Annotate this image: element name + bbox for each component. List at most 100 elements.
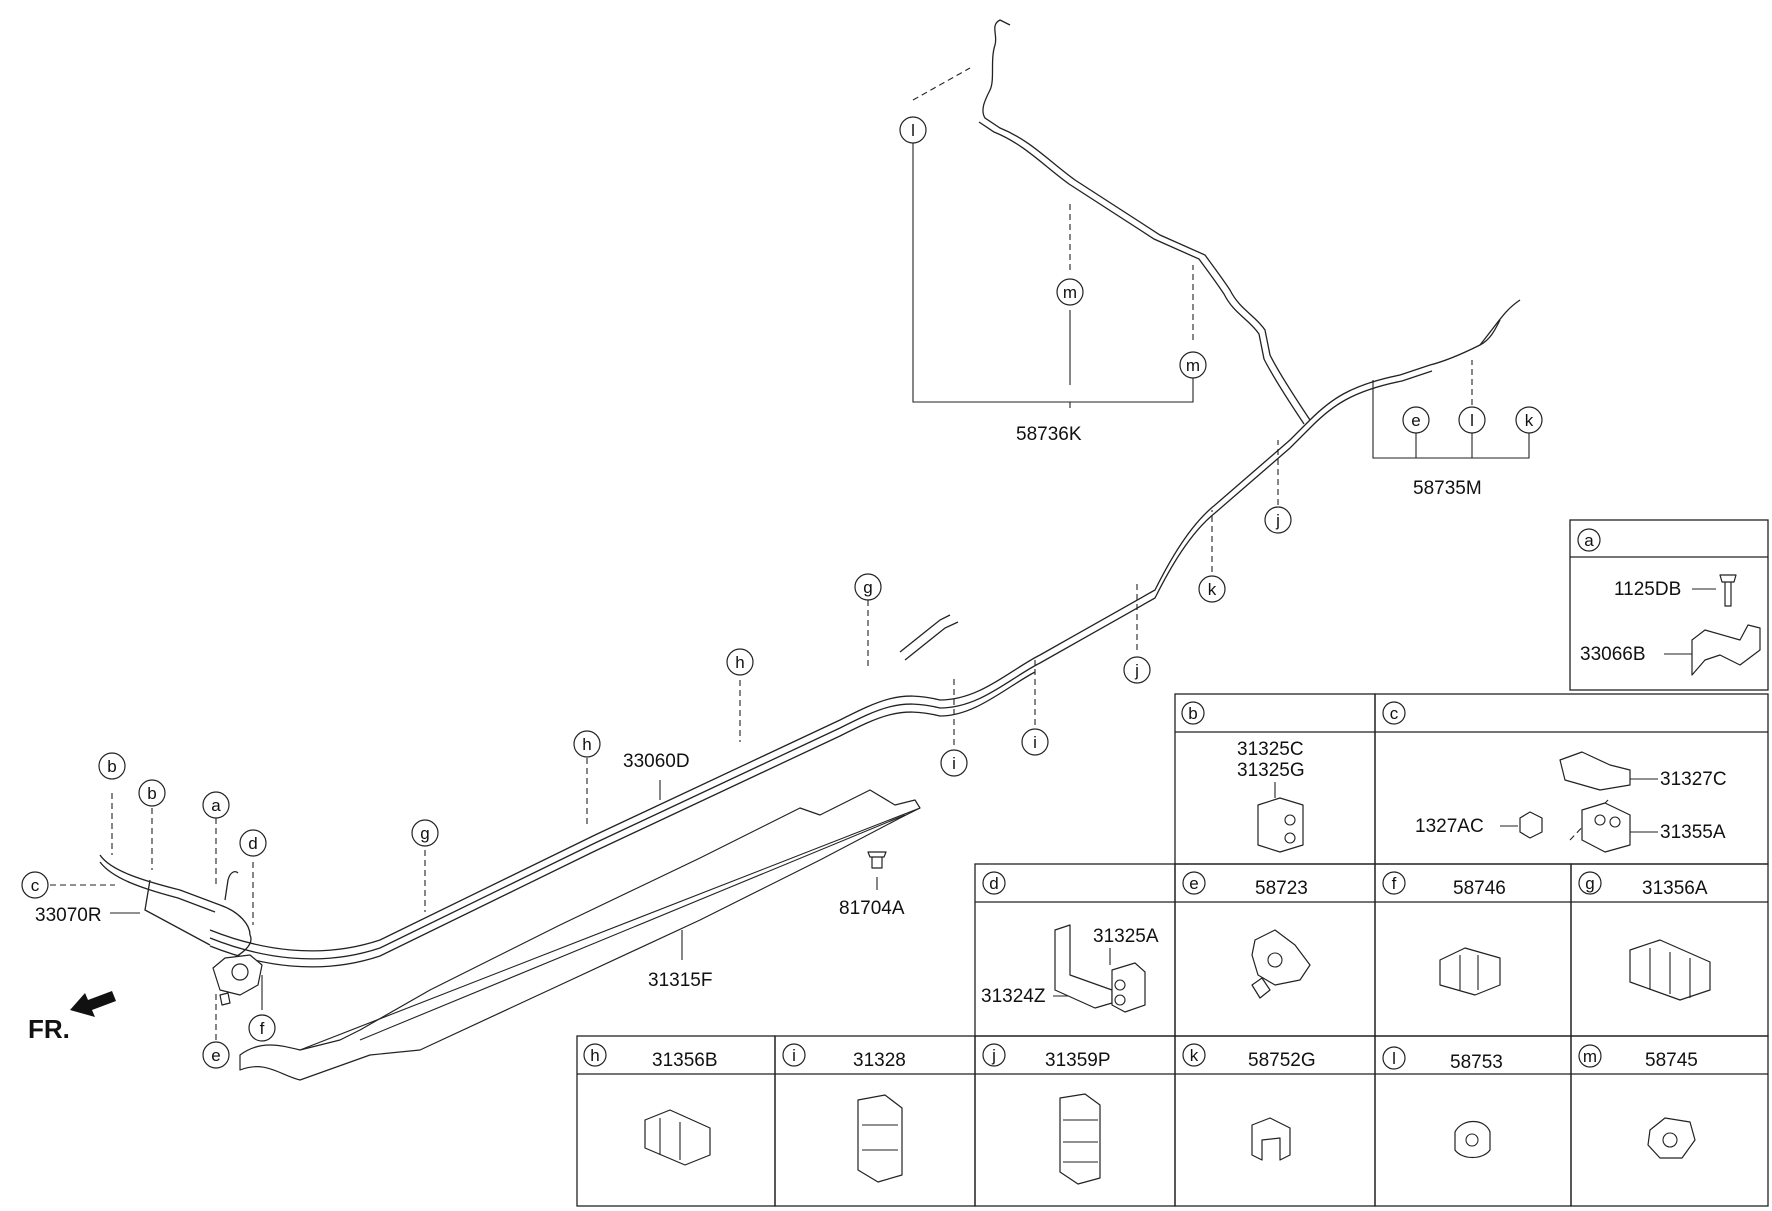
detail-box-k: k 58752G [1174,1035,1376,1207]
clip-j-icon [1059,1093,1101,1185]
svg-text:f: f [1392,874,1397,893]
callout-m-left: m [1056,278,1084,306]
part-58723: 58723 [1255,878,1308,899]
clip-i-icon [857,1094,903,1183]
nut-icon [1519,811,1543,839]
callout-f-front: f [248,1014,276,1042]
svg-text:b: b [107,757,116,776]
pipe-clip-icon [1111,962,1146,1013]
callout-j-upper: j [1264,506,1292,534]
svg-text:l: l [1392,1049,1396,1068]
label-33070R: 33070R [35,905,102,926]
front-valve-assembly [212,954,263,1006]
callout-a-front: a [202,791,230,819]
double-clip-icon [1581,802,1631,853]
front-arrow-icon [70,991,116,1017]
svg-text:c: c [31,876,40,895]
svg-text:e: e [211,1046,220,1065]
detail-box-a: a 1125DB 33066B [1569,519,1769,691]
svg-text:d: d [989,874,998,893]
callout-j-lower: j [1123,656,1151,684]
brake-pipe-assembly [99,19,1521,968]
svg-text:b: b [1188,704,1197,723]
svg-text:b: b [147,784,156,803]
detail-box-d: d 31325A 31324Z [974,863,1176,1037]
clip-k-icon [1251,1117,1291,1161]
callout-h-lower: h [573,730,601,758]
svg-text:a: a [1584,531,1594,550]
detail-box-i: i 31328 [774,1035,976,1207]
svg-text:k: k [1190,1046,1199,1065]
clip-block-icon [1257,797,1304,853]
frame-rail-31315F [239,789,921,1081]
clip-m-icon [1647,1117,1696,1159]
label-31315F: 31315F [648,970,712,991]
front-direction-indicator: FR. [28,991,116,1044]
svg-text:m: m [1583,1047,1597,1066]
callout-k-rear: k [1515,406,1543,434]
svg-text:g: g [420,824,429,843]
callout-d-front: d [239,829,267,857]
part-58752G: 58752G [1248,1050,1316,1071]
part-31356A: 31356A [1642,878,1708,899]
detail-box-c: c 31327C 1327AC 31355A [1374,693,1769,865]
svg-text:m: m [1063,283,1077,302]
callout-e-front: e [202,1041,230,1069]
svg-text:l: l [1470,411,1474,430]
part-33066B: 33066B [1580,644,1646,665]
grommet-l-icon [1454,1120,1491,1159]
part-31324Z: 31324Z [981,986,1046,1007]
svg-text:a: a [211,796,221,815]
bracket-icon [1691,624,1761,676]
svg-text:j: j [991,1046,996,1065]
leaders [50,67,1530,1040]
svg-text:l: l [911,121,915,140]
detail-box-l: l 58753 [1374,1035,1572,1207]
svg-text:g: g [1585,874,1594,893]
part-31327C: 31327C [1660,769,1727,790]
callout-i-left: i [940,749,968,777]
part-31325G: 31325G [1237,760,1305,781]
svg-text:i: i [792,1046,796,1065]
callout-l-rear: l [1458,406,1486,434]
detail-box-m: m 58745 [1570,1035,1769,1207]
part-31356B: 31356B [652,1050,718,1071]
detail-box-e: e 58723 [1174,863,1376,1037]
svg-text:d: d [248,834,257,853]
label-58736K: 58736K [1016,424,1082,445]
fr-label: FR. [28,1014,70,1044]
svg-text:e: e [1189,874,1198,893]
part-31359P: 31359P [1045,1050,1111,1071]
svg-text:f: f [260,1019,265,1038]
svg-text:e: e [1411,411,1420,430]
part-31355A: 31355A [1660,822,1726,843]
part-31325A: 31325A [1093,926,1159,947]
callout-g-lower: g [411,819,439,847]
callout-m-right: m [1179,351,1207,379]
label-81704A: 81704A [839,898,905,919]
detail-box-g: g 31356A [1570,863,1769,1037]
svg-text:k: k [1525,411,1534,430]
clip-f-icon [1439,947,1501,996]
svg-text:c: c [1390,704,1399,723]
callout-c-front: c [21,871,49,899]
callout-b-left: b [98,752,126,780]
bolt-icon [1719,574,1737,607]
svg-text:h: h [582,735,591,754]
svg-text:g: g [863,578,872,597]
clip-h-icon [644,1109,711,1166]
callout-g-upper: g [854,573,882,601]
callout-h-upper: h [726,648,754,676]
svg-text:i: i [952,754,956,773]
bracket-clip-icon [1559,751,1631,791]
detail-box-h: h 31356B [576,1035,776,1207]
part-58746: 58746 [1453,878,1506,899]
svg-text:k: k [1208,580,1217,599]
detail-box-f: f 58746 [1374,863,1572,1037]
svg-text:j: j [1275,511,1280,530]
callout-i-right: i [1021,728,1049,756]
svg-text:h: h [590,1046,599,1065]
callout-b-right: b [138,779,166,807]
part-31325C: 31325C [1237,739,1304,760]
